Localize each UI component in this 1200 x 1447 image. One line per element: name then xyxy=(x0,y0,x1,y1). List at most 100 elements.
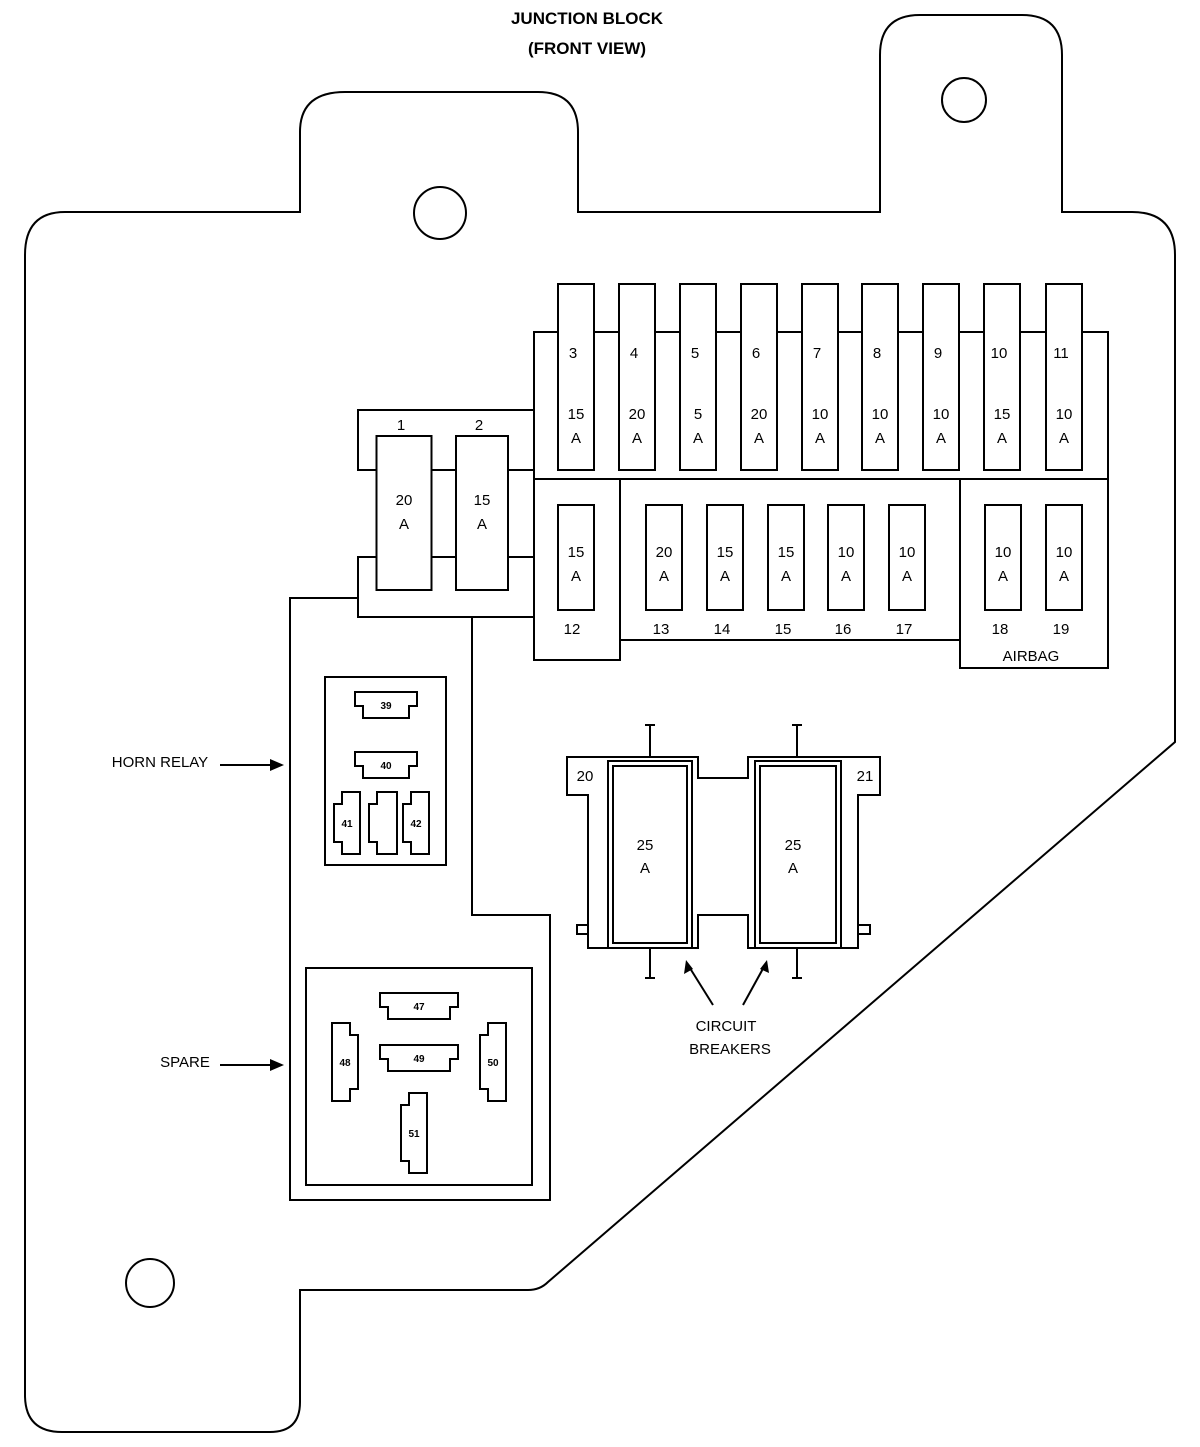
relay-cavity-49[interactable]: 49 xyxy=(379,1044,459,1072)
fuse-body[interactable] xyxy=(557,283,595,471)
fuse-rating: 10 xyxy=(1056,406,1073,423)
fuse-rating: 10 xyxy=(838,544,855,561)
fuse-body[interactable] xyxy=(767,504,805,611)
fuse-rating: 10 xyxy=(933,406,950,423)
breakers-label-2: BREAKERS xyxy=(689,1041,771,1058)
breaker-number: 21 xyxy=(857,768,874,785)
fuse-number: 3 xyxy=(569,345,577,362)
fuse-body[interactable] xyxy=(984,504,1022,611)
fuse-body[interactable] xyxy=(983,283,1021,471)
fuse-body[interactable] xyxy=(1045,504,1083,611)
fuse-unit: A xyxy=(936,430,946,447)
fuse-rating: 15 xyxy=(568,544,585,561)
fuse-body[interactable] xyxy=(827,504,865,611)
relay-cavity-number: 41 xyxy=(341,819,353,830)
fuse-number: 2 xyxy=(475,417,483,434)
breakers-callout: CIRCUIT BREAKERS xyxy=(684,960,771,1058)
fuse-11[interactable]: 11 10A xyxy=(1045,283,1083,471)
fuse-body[interactable] xyxy=(801,283,839,471)
relay-cavity-unlabeled[interactable] xyxy=(368,791,398,855)
fuse-body[interactable] xyxy=(922,283,960,471)
relay-cavity-42[interactable]: 42 xyxy=(402,791,430,855)
fuse-number: 19 xyxy=(1053,621,1070,638)
fuse-body[interactable] xyxy=(706,504,744,611)
fuse-number: 11 xyxy=(1053,345,1069,362)
fuse-unit: A xyxy=(720,568,730,585)
fuse-10[interactable]: 10 15A xyxy=(983,283,1021,471)
fuse-unit: A xyxy=(875,430,885,447)
fuse-number: 10 xyxy=(991,345,1008,362)
relay-cavity-number: 39 xyxy=(380,701,392,712)
fuse-body[interactable] xyxy=(740,283,778,471)
fuse-body[interactable] xyxy=(1045,283,1083,471)
mounting-hole xyxy=(413,186,467,240)
breaker-number: 20 xyxy=(577,768,594,785)
fuse-unit: A xyxy=(902,568,912,585)
fuse-unit: A xyxy=(693,430,703,447)
fuse-number: 18 xyxy=(992,621,1009,638)
arrow-icon xyxy=(760,960,769,973)
fuse-number: 8 xyxy=(873,345,881,362)
fuse-number: 17 xyxy=(896,621,913,638)
fuse-1-2-frame xyxy=(357,409,534,618)
relay-cavity-40[interactable]: 40 xyxy=(354,751,418,779)
title-line-2: (FRONT VIEW) xyxy=(528,39,646,58)
fuse-unit: A xyxy=(754,430,764,447)
fuse-rating: 20 xyxy=(629,406,646,423)
fuse-unit: A xyxy=(781,568,791,585)
fuse-5[interactable]: 55A xyxy=(679,283,717,471)
fuse-rating: 10 xyxy=(899,544,916,561)
fuse-unit: A xyxy=(997,430,1007,447)
fuse-body[interactable] xyxy=(888,504,926,611)
fuse-body[interactable] xyxy=(618,283,656,471)
fuse-rating: 15 xyxy=(778,544,795,561)
fuse-rating: 20 xyxy=(396,492,413,509)
fuse-unit: A xyxy=(1059,430,1069,447)
fuse-17[interactable]: 17 10A xyxy=(888,504,926,638)
relay-cavity-39[interactable]: 39 xyxy=(354,691,418,719)
fuse-number: 1 xyxy=(397,417,405,434)
fuse-unit: A xyxy=(841,568,851,585)
arrow-icon xyxy=(684,960,693,974)
airbag-label: AIRBAG xyxy=(1003,648,1060,665)
relay-cavity-number: 50 xyxy=(487,1058,499,1069)
relay-cavity-number: 40 xyxy=(380,761,392,772)
fuse-rating: 20 xyxy=(656,544,673,561)
mounting-hole xyxy=(125,1258,175,1308)
relay-cavity-48[interactable]: 48 xyxy=(331,1022,359,1102)
relay-cavity-41[interactable]: 41 xyxy=(333,791,361,855)
fuse-body[interactable] xyxy=(375,435,433,591)
fuse-rating: 15 xyxy=(994,406,1011,423)
fuse-rating: 10 xyxy=(872,406,889,423)
fuse-rating: 15 xyxy=(717,544,734,561)
arrow-icon xyxy=(270,759,284,771)
fuse-body[interactable] xyxy=(557,504,595,611)
spare-relay-label: SPARE xyxy=(160,1054,210,1071)
fuse-rating: 15 xyxy=(474,492,491,509)
relay-cavity-50[interactable]: 50 xyxy=(479,1022,507,1102)
fuse-8[interactable]: 8 10A xyxy=(861,283,899,471)
fuse-body[interactable] xyxy=(455,435,509,591)
relay-cavity-number: 49 xyxy=(413,1054,425,1065)
relay-cavity-47[interactable]: 47 xyxy=(379,992,459,1020)
fuse-body[interactable] xyxy=(861,283,899,471)
relay-cavity-51[interactable]: 51 xyxy=(400,1092,428,1174)
fuse-body[interactable] xyxy=(679,283,717,471)
fuse-body[interactable] xyxy=(645,504,683,611)
fuse-rating: 20 xyxy=(751,406,768,423)
